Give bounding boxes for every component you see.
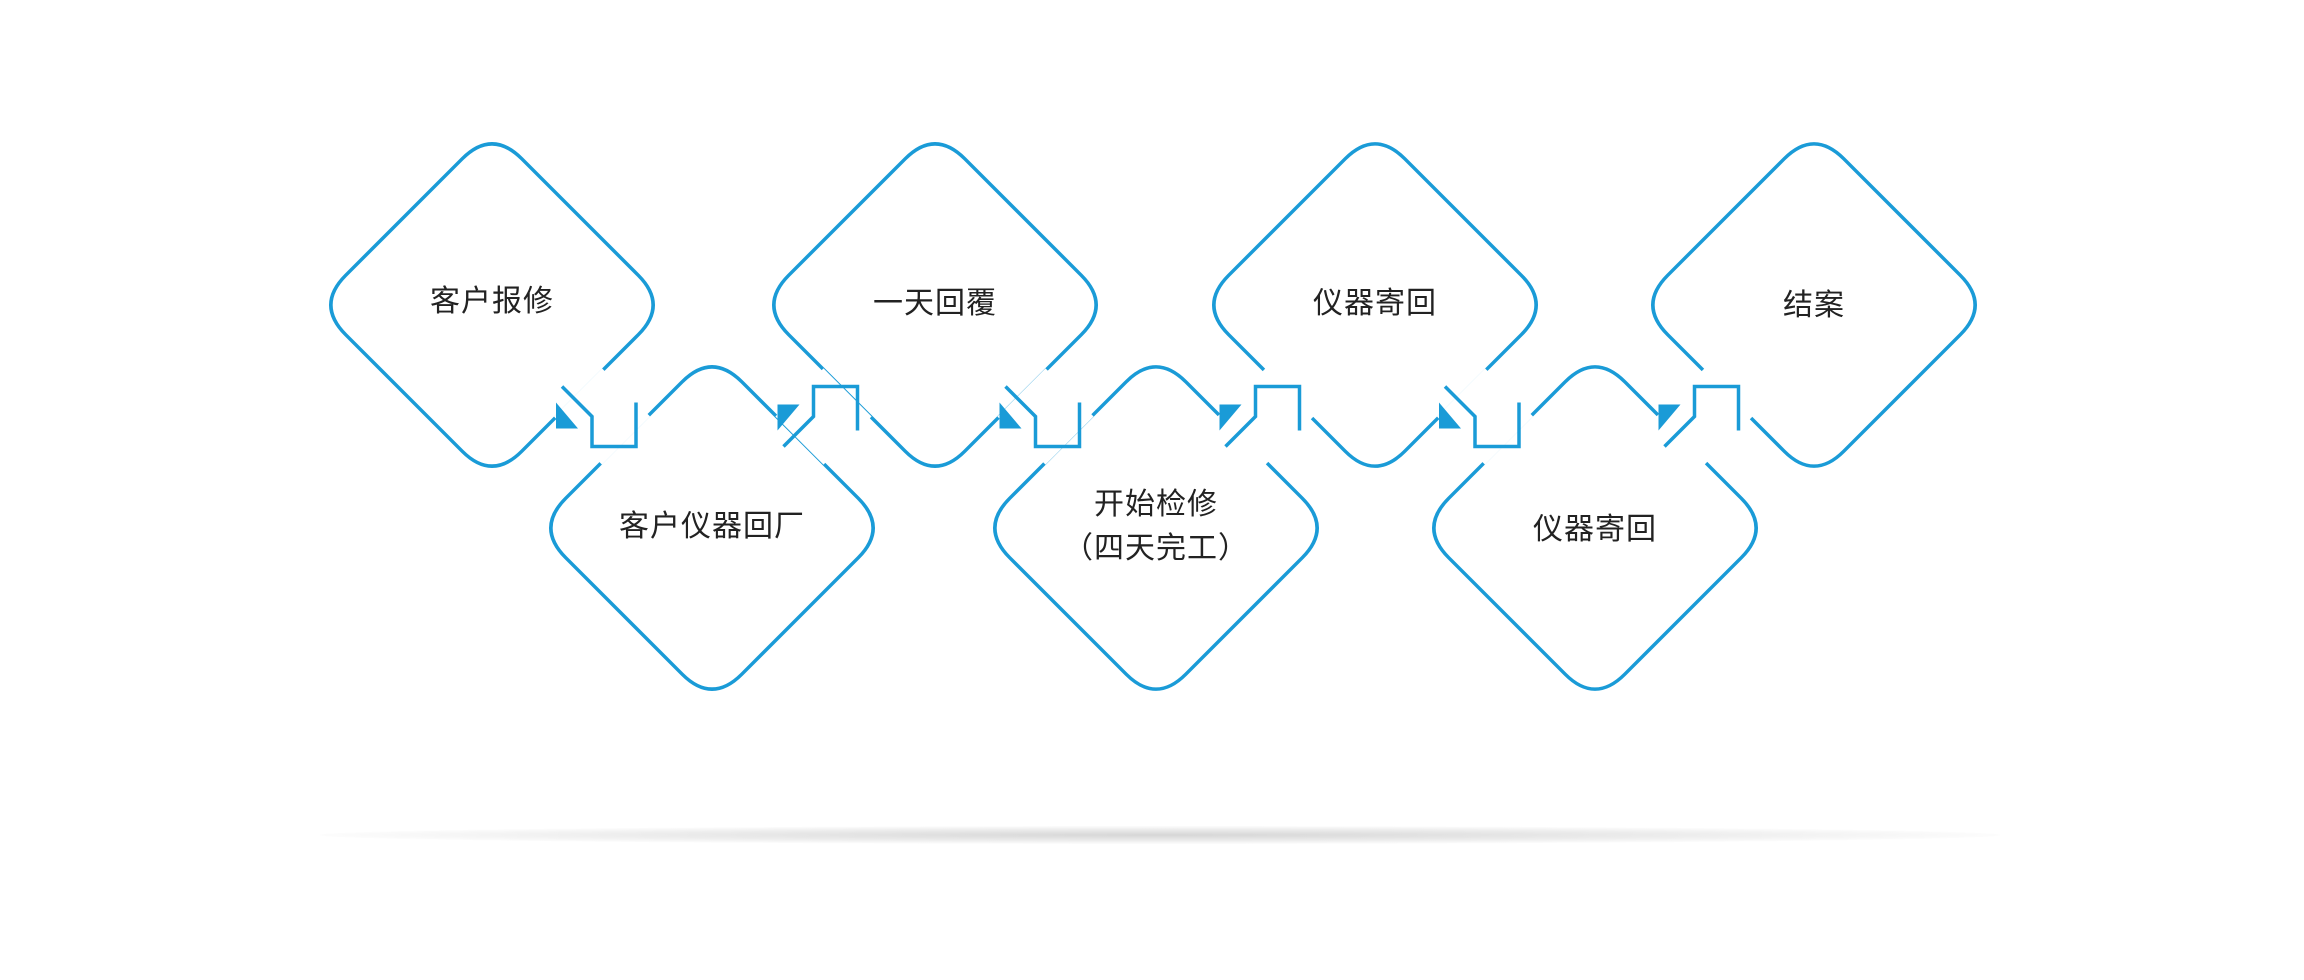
step-label-ship-back-2: 仪器寄回 [1533, 512, 1657, 547]
step-diamond-1 [329, 142, 655, 468]
flow-arrow-outline-2 [782, 384, 860, 448]
step-diamond-4 [993, 365, 1319, 691]
flow-arrow-head-4 [1219, 404, 1242, 431]
flow-arrow-head-6 [1658, 404, 1681, 431]
flow-arrow-outline-1 [560, 385, 638, 449]
ground-shadow [320, 826, 2000, 844]
step-diamond-3 [772, 142, 1098, 468]
flow-arrow-2 [777, 384, 860, 448]
flow-arrow-6 [1658, 384, 1741, 448]
connector-gap-2 [775, 368, 872, 465]
flow-arrow-5 [1439, 385, 1521, 449]
flow-arrow-1 [556, 385, 638, 449]
connector-gap-6 [1656, 368, 1753, 465]
flow-arrow-3 [999, 385, 1082, 449]
step-label-instrument-return-factory: 客户仪器回厂 [619, 509, 805, 544]
connector-gap-1 [553, 368, 651, 465]
step-diamond-2 [549, 365, 875, 691]
step-label-ship-back-1: 仪器寄回 [1313, 286, 1437, 321]
flow-arrow-outline-6 [1663, 384, 1741, 448]
step-label-start-repair: 开始检修 （四天完工） [1063, 487, 1249, 566]
step-diamond-5 [1212, 142, 1538, 468]
connector-gap-3 [997, 368, 1094, 465]
flow-arrow-outline-5 [1443, 385, 1521, 449]
connector-gap-5 [1436, 368, 1534, 465]
step-diamond-6 [1432, 365, 1758, 691]
flow-arrow-outline-3 [1004, 385, 1082, 449]
step-diamond-7 [1651, 142, 1977, 468]
flow-arrow-outline-4 [1224, 384, 1302, 448]
step-label-one-day-reply: 一天回覆 [873, 286, 997, 321]
flow-arrow-head-2 [777, 404, 800, 431]
connector-gap-4 [1217, 368, 1314, 465]
step-label-report-repair: 客户报修 [430, 284, 554, 319]
flow-arrow-head-1 [556, 402, 578, 429]
flow-arrow-head-5 [1439, 402, 1461, 429]
step-label-case-closed: 结案 [1783, 288, 1845, 323]
flow-arrow-4 [1219, 384, 1302, 448]
flow-arrow-head-3 [999, 402, 1022, 429]
